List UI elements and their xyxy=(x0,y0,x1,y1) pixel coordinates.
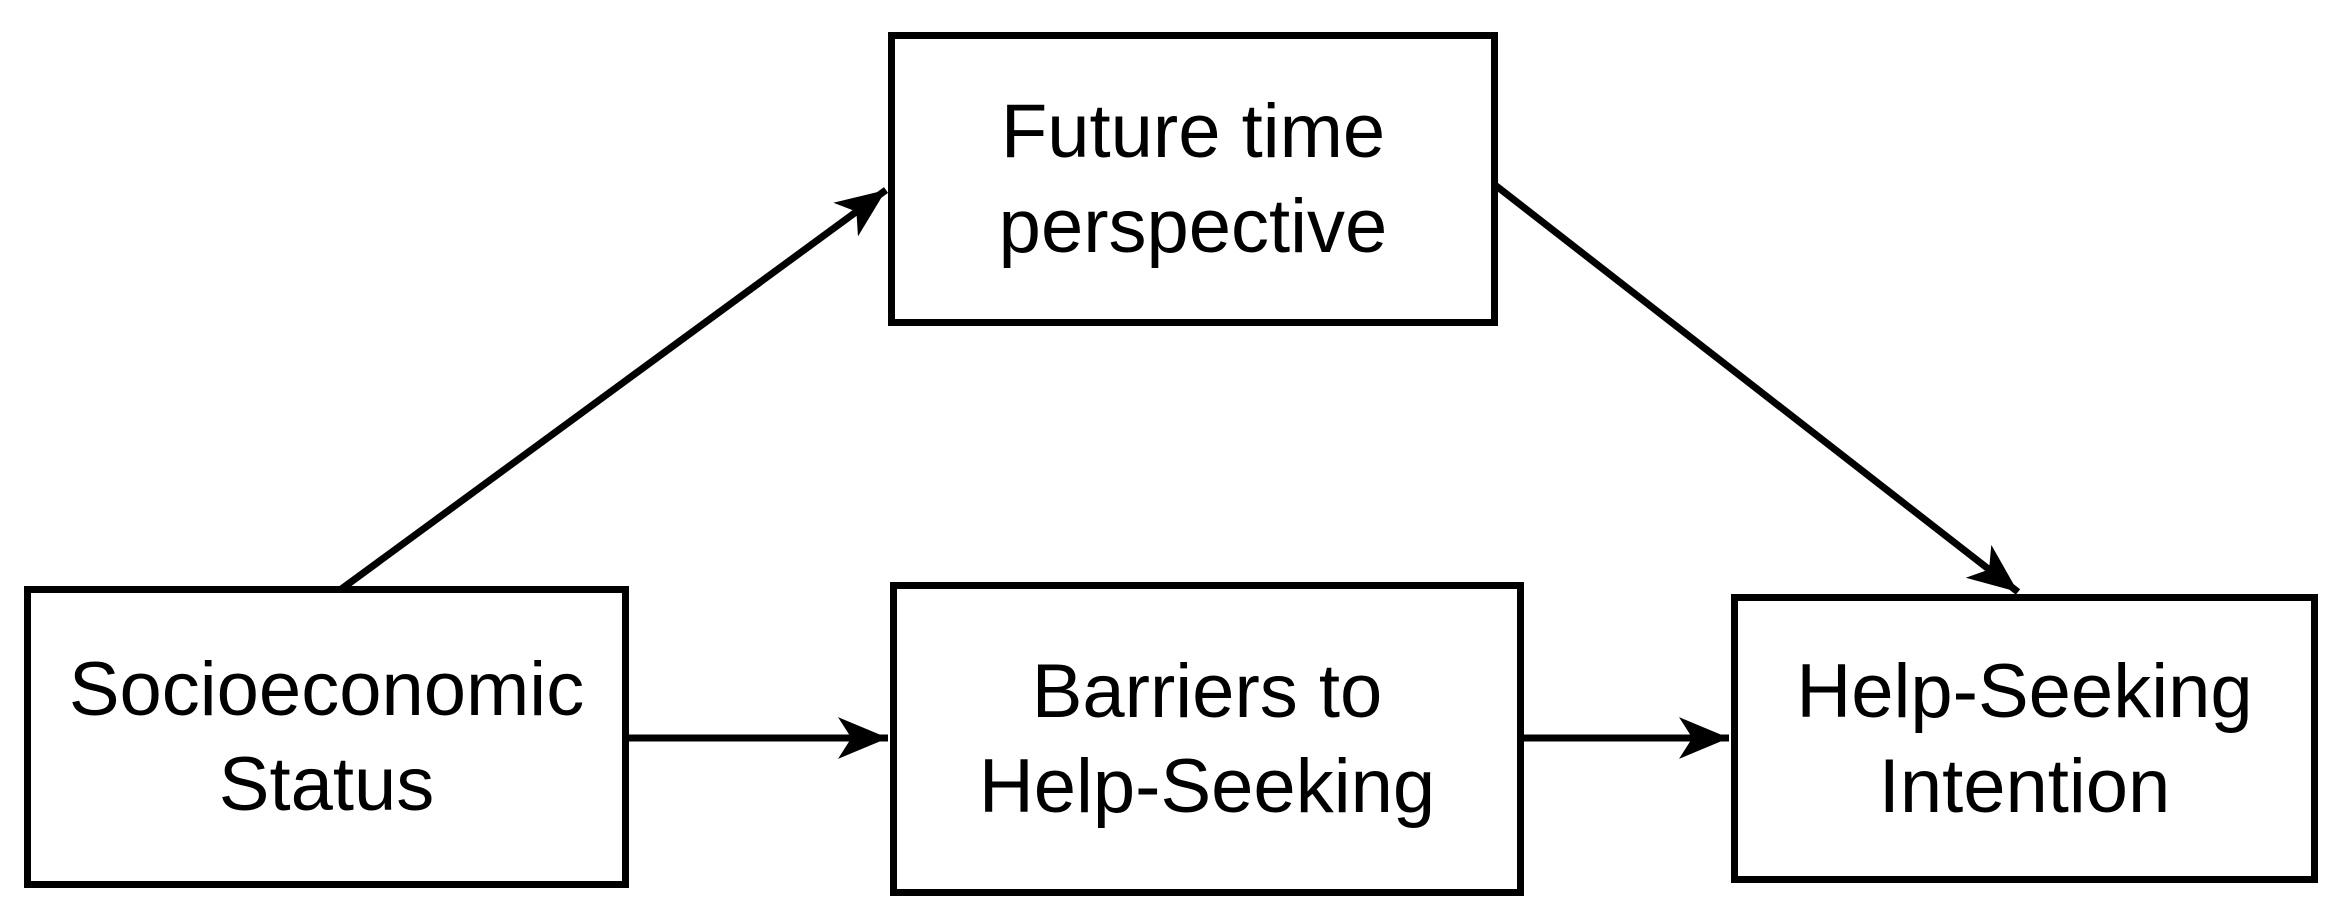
node-label-help-seeking-intention: Help-Seeking Intention xyxy=(1796,648,2253,829)
node-label-barriers-to-help-seeking: Barriers to Help-Seeking xyxy=(978,649,1436,829)
arrow-ses-to-future-time xyxy=(337,187,889,593)
arrow-future-time-to-intention xyxy=(1492,182,2021,595)
node-socioeconomic-status: Socioeconomic Status xyxy=(24,586,629,888)
node-help-seeking-intention: Help-Seeking Intention xyxy=(1731,594,2318,883)
node-barriers-to-help-seeking: Barriers to Help-Seeking xyxy=(890,582,1524,896)
node-label-future-time-perspective: Future time perspective xyxy=(998,89,1388,269)
node-label-socioeconomic-status: Socioeconomic Status xyxy=(68,647,585,827)
node-future-time-perspective: Future time perspective xyxy=(888,32,1498,326)
